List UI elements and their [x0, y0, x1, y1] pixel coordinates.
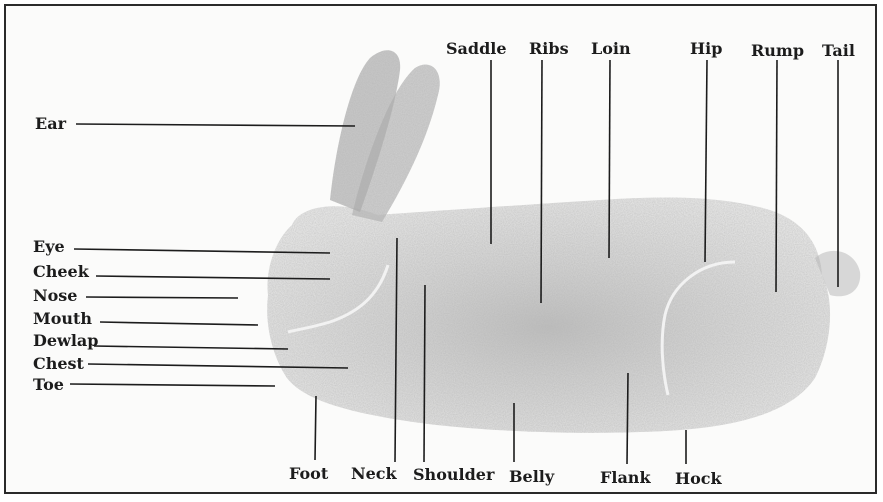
leader-toe [70, 384, 275, 386]
label-ribs: Ribs [529, 40, 569, 58]
label-toe: Toe [33, 376, 64, 394]
label-neck: Neck [351, 465, 397, 483]
label-hock: Hock [675, 470, 722, 488]
label-tail: Tail [822, 42, 855, 60]
rabbit-silhouette [260, 40, 865, 460]
label-belly: Belly [509, 468, 554, 486]
label-flank: Flank [600, 469, 651, 487]
label-dewlap: Dewlap [33, 332, 98, 350]
label-saddle: Saddle [446, 40, 507, 58]
leader-ear [76, 124, 355, 126]
label-foot: Foot [289, 465, 328, 483]
label-rump: Rump [751, 42, 804, 60]
label-loin: Loin [591, 40, 631, 58]
label-chest: Chest [33, 355, 84, 373]
leader-dewlap [94, 346, 288, 349]
label-mouth: Mouth [33, 310, 92, 328]
leader-nose [86, 297, 238, 298]
leader-loin [609, 60, 610, 258]
leader-foot [315, 396, 316, 460]
label-eye: Eye [33, 238, 65, 256]
leader-shoulder [424, 285, 425, 462]
leader-rump [776, 60, 777, 292]
label-nose: Nose [33, 287, 77, 305]
label-shoulder: Shoulder [413, 466, 494, 484]
leader-mouth [100, 322, 258, 325]
label-ear: Ear [35, 115, 66, 133]
label-cheek: Cheek [33, 263, 89, 281]
label-hip: Hip [690, 40, 722, 58]
leader-ribs [541, 60, 542, 303]
leader-flank [627, 373, 628, 464]
